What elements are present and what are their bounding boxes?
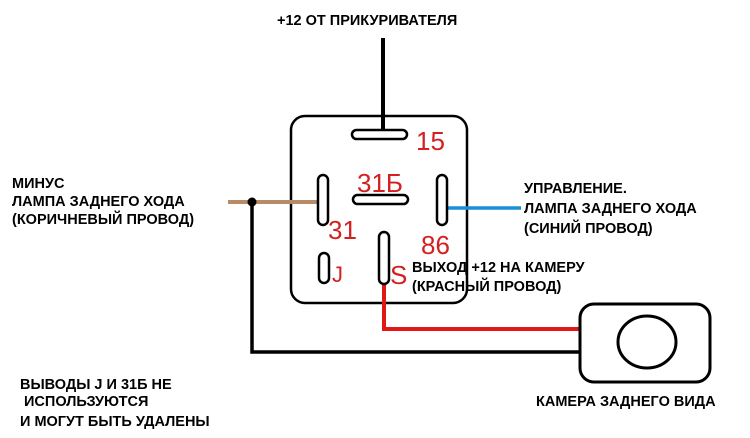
pin-label-31: 31 xyxy=(328,215,357,245)
pin-86-slot xyxy=(435,173,449,227)
pin-31-slot xyxy=(316,173,330,227)
note-line-3: И МОГУТ БЫТЬ УДАЛЕНЫ xyxy=(20,414,210,430)
pin-label-31b: 31Б xyxy=(357,168,403,198)
pin-31b-slot xyxy=(351,193,410,206)
left-label-line-2: ЛАМПА ЗАДНЕГО ХОДА xyxy=(12,194,185,210)
note-line-2: ИСПОЛЬЗУЮТСЯ xyxy=(24,394,148,410)
output-label-line-1: ВЫХОД +12 НА КАМЕРУ xyxy=(412,260,586,276)
pin-15-slot xyxy=(350,128,409,141)
right-label-line-1: УПРАВЛЕНИЕ. xyxy=(524,181,627,197)
camera-label: КАМЕРА ЗАДНЕГО ВИДА xyxy=(536,394,716,410)
right-label-line-3: (СИНИЙ ПРОВОД) xyxy=(524,219,653,237)
left-label-line-3: (КОРИЧНЕВЫЙ ПРОВОД) xyxy=(12,210,194,228)
pin-label-j: J xyxy=(332,262,343,287)
pin-s-slot xyxy=(377,230,391,286)
camera-lens xyxy=(616,314,678,370)
output-label-line-2: (КРАСНЫЙ ПРОВОД) xyxy=(412,277,561,295)
pin-label-86: 86 xyxy=(421,230,450,260)
right-label-line-2: ЛАМПА ЗАДНЕГО ХОДА xyxy=(524,201,697,217)
junction-dot xyxy=(247,197,257,207)
pin-label-15: 15 xyxy=(416,126,445,156)
pin-label-s: S xyxy=(390,260,407,290)
note-line-1: ВЫВОДЫ J И 31Б НЕ xyxy=(20,377,172,393)
pin-j-slot xyxy=(317,251,331,285)
left-label-line-1: МИНУС xyxy=(12,176,65,192)
top-supply-label: +12 ОТ ПРИКУРИВАТЕЛЯ xyxy=(277,13,457,29)
ground-wire-black xyxy=(250,202,589,354)
